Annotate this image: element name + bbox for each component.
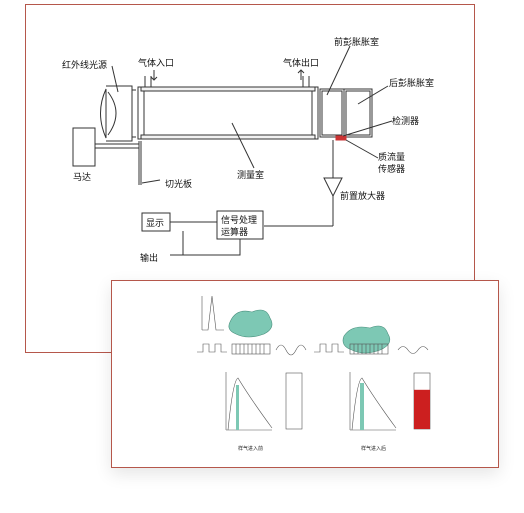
gas-outlet-port — [302, 76, 310, 87]
ir-source-leader — [111, 65, 119, 93]
level-meter — [285, 372, 303, 430]
front-expansion-leader — [326, 45, 351, 96]
schematic — [72, 45, 393, 256]
schematic-labels: 红外线光源 气体入口 气体出口 前彭胀胀室 后彭胀胀室 检测器 质流量 传感器 … — [62, 36, 434, 264]
detector-label: 检测器 — [392, 115, 419, 127]
rear-expansion-label: 后彭胀胀室 — [389, 77, 434, 89]
mass-flow-label-1: 质流量 — [378, 151, 405, 163]
display-label: 显示 — [146, 218, 164, 229]
output-connector — [182, 231, 241, 256]
processor-label-1: 信号处理 — [221, 214, 257, 226]
rear-expansion-leader — [357, 85, 389, 105]
front-expansion-label: 前彭胀胀室 — [334, 36, 379, 48]
principle-after — [314, 325, 431, 431]
level-meter-fill — [414, 389, 430, 429]
absorption-curve — [351, 377, 397, 431]
sensor-leader — [345, 139, 379, 159]
chopper-label: 切光板 — [165, 178, 192, 190]
caption-after: 样气进入后 — [361, 445, 386, 452]
principle-panel — [111, 280, 499, 468]
ir-source-label: 红外线光源 — [62, 59, 107, 71]
outlet-arrow-icon — [297, 69, 305, 80]
chopper-leader — [141, 179, 161, 184]
preamplifier-label: 前置放大器 — [340, 190, 385, 202]
absorption-band — [360, 383, 364, 430]
caption-before: 样气进入前 — [238, 445, 263, 452]
measuring-chamber-label: 测量室 — [237, 169, 264, 181]
mass-flow-label-2: 传感器 — [378, 163, 405, 175]
absorption-curve — [227, 377, 273, 431]
pulse-train-icon — [314, 343, 344, 353]
motor-box — [72, 127, 96, 167]
sample-chamber — [349, 343, 389, 355]
ir-lamp-arc — [107, 91, 117, 136]
output-wave — [397, 346, 429, 354]
output-wave — [275, 344, 307, 356]
ir-lamp-reflector — [100, 88, 107, 139]
principle-before — [197, 295, 307, 431]
gas-inlet-label: 气体入口 — [138, 57, 174, 69]
detector-leader — [342, 120, 393, 137]
gas-inlet-port — [144, 76, 152, 87]
output-label: 输出 — [140, 252, 158, 264]
sample-chamber — [231, 343, 271, 355]
mass-flow-sensor — [335, 135, 347, 141]
principle-captions: 样气进入前 样气进入后 — [238, 445, 386, 452]
source-spectrum — [202, 295, 224, 331]
ir-source-housing — [106, 85, 133, 142]
absorption-band — [236, 385, 239, 430]
chamber-leader — [231, 122, 255, 169]
motor-label: 马达 — [73, 171, 91, 183]
measuring-chamber-inner — [143, 90, 313, 136]
gas-cloud — [228, 309, 273, 338]
inlet-arrow-icon — [150, 70, 158, 81]
pulse-train-icon — [197, 343, 227, 353]
processor-label-2: 运算器 — [221, 226, 248, 238]
gas-outlet-label: 气体出口 — [283, 57, 319, 69]
